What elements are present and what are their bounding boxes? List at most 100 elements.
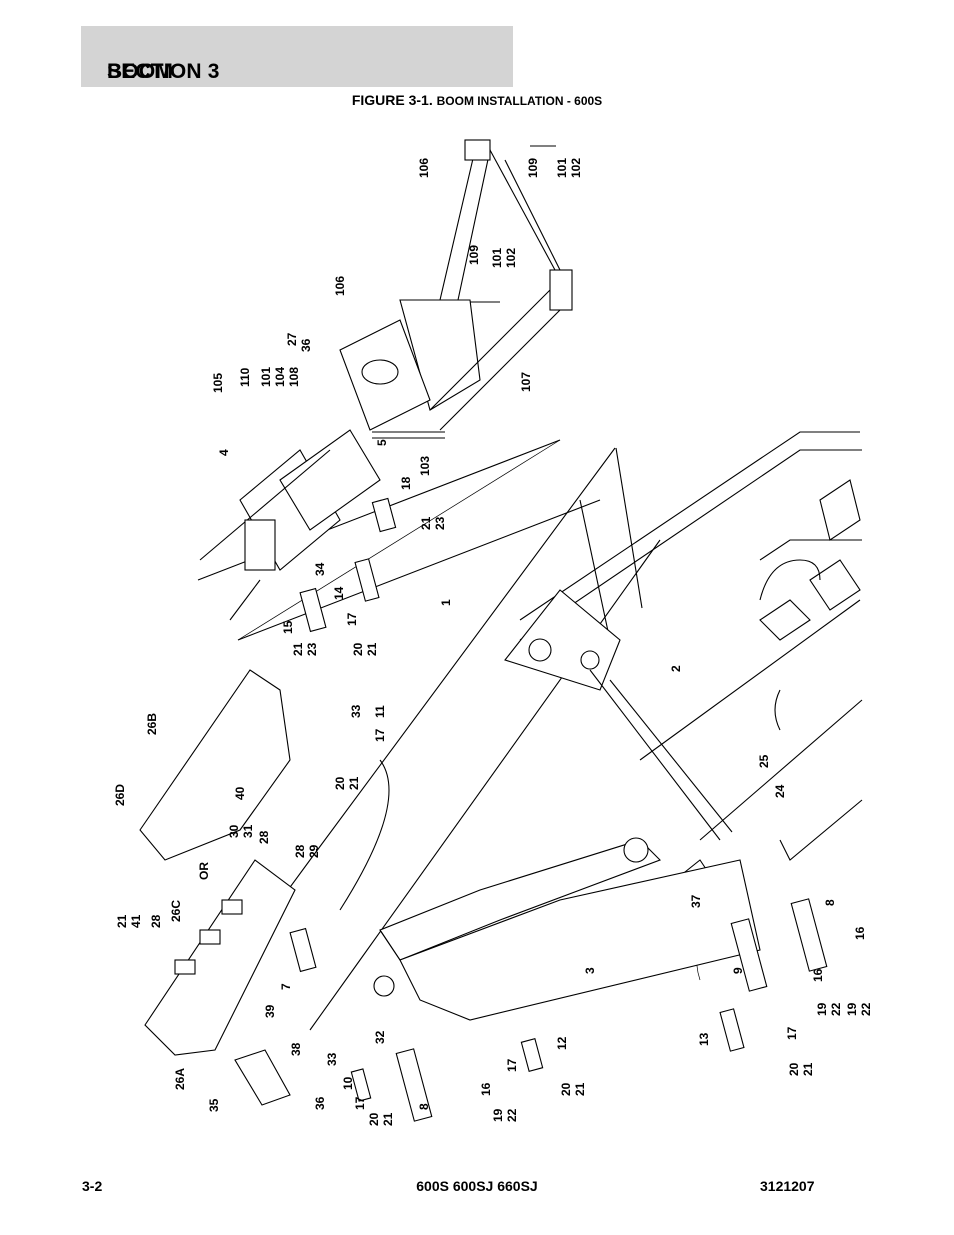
callout-26B: 26B bbox=[145, 713, 159, 735]
callout-23: 23 bbox=[433, 516, 447, 530]
callout-106: 106 bbox=[333, 276, 347, 296]
callout-21: 21 bbox=[291, 642, 305, 656]
callout-102: 102 bbox=[504, 248, 518, 268]
callout-20: 20 bbox=[367, 1112, 381, 1126]
hydraulic-hose bbox=[339, 759, 390, 911]
callout-29: 29 bbox=[307, 844, 321, 858]
callout-106: 106 bbox=[417, 158, 431, 178]
callout-20: 20 bbox=[559, 1082, 573, 1096]
callout-9: 9 bbox=[731, 967, 745, 974]
callout-28: 28 bbox=[149, 914, 163, 928]
callout-OR: OR bbox=[197, 862, 211, 880]
boom-link-assembly bbox=[339, 139, 573, 431]
callout-21: 21 bbox=[419, 516, 433, 530]
callout-2: 2 bbox=[669, 665, 683, 672]
callout-101: 101 bbox=[490, 248, 504, 268]
callout-4: 4 bbox=[217, 449, 231, 456]
callout-20: 20 bbox=[787, 1062, 801, 1076]
callout-28: 28 bbox=[257, 830, 271, 844]
callout-22: 22 bbox=[859, 1002, 873, 1016]
boom-covers bbox=[139, 669, 296, 1106]
callout-27: 27 bbox=[285, 332, 299, 346]
callout-41: 41 bbox=[129, 914, 143, 928]
callout-102: 102 bbox=[569, 158, 583, 178]
callout-16: 16 bbox=[811, 968, 825, 982]
callout-21: 21 bbox=[801, 1062, 815, 1076]
callout-22: 22 bbox=[505, 1108, 519, 1122]
callout-17: 17 bbox=[353, 1096, 367, 1110]
callout-5: 5 bbox=[375, 439, 389, 446]
callout-7: 7 bbox=[279, 983, 293, 990]
callout-17: 17 bbox=[785, 1026, 799, 1040]
callout-18: 18 bbox=[399, 476, 413, 490]
doc-number: 3121207 bbox=[760, 1178, 815, 1194]
pins-lower bbox=[289, 898, 828, 1122]
callout-26C: 26C bbox=[169, 900, 183, 922]
callout-21: 21 bbox=[381, 1112, 395, 1126]
footer-models: 600S 600SJ 660SJ bbox=[416, 1178, 538, 1194]
callout-21: 21 bbox=[115, 914, 129, 928]
callout-22: 22 bbox=[829, 1002, 843, 1016]
lift-cylinder bbox=[373, 837, 761, 1021]
callout-31: 31 bbox=[241, 824, 255, 838]
callout-10: 10 bbox=[341, 1076, 355, 1090]
callout-13: 13 bbox=[697, 1032, 711, 1046]
callout-8: 8 bbox=[417, 1103, 431, 1110]
callout-103: 103 bbox=[418, 456, 432, 476]
callout-37: 37 bbox=[689, 894, 703, 908]
callout-28: 28 bbox=[293, 844, 307, 858]
callout-104: 104 bbox=[273, 367, 287, 387]
callout-101: 101 bbox=[259, 367, 273, 387]
callout-25: 25 bbox=[757, 754, 771, 768]
callout-40: 40 bbox=[233, 786, 247, 800]
callout-1: 1 bbox=[439, 599, 453, 606]
callout-30: 30 bbox=[227, 824, 241, 838]
callout-26D: 26D bbox=[113, 784, 127, 806]
figure-title: FIGURE 3-1. BOOM INSTALLATION - 600S bbox=[0, 92, 954, 108]
section-label: SECTION 3 BOOM bbox=[107, 60, 220, 83]
callout-33: 33 bbox=[349, 704, 363, 718]
callout-109: 109 bbox=[467, 245, 481, 265]
callout-19: 19 bbox=[815, 1002, 829, 1016]
callout-15: 15 bbox=[281, 620, 295, 634]
callout-11: 11 bbox=[373, 705, 387, 718]
callout-26A: 26A bbox=[173, 1068, 187, 1090]
callout-105: 105 bbox=[211, 373, 225, 393]
callout-16: 16 bbox=[853, 926, 867, 940]
callout-3: 3 bbox=[583, 967, 597, 974]
callout-32: 32 bbox=[373, 1030, 387, 1044]
section-header: SECTION 3 BOOM bbox=[81, 26, 513, 87]
callout-20: 20 bbox=[333, 776, 347, 790]
callout-107: 107 bbox=[519, 372, 533, 392]
callout-19: 19 bbox=[491, 1108, 505, 1122]
callout-21: 21 bbox=[365, 642, 379, 656]
callout-12: 12 bbox=[555, 1036, 569, 1050]
callout-35: 35 bbox=[207, 1098, 221, 1112]
callout-21: 21 bbox=[347, 776, 361, 790]
callout-14: 14 bbox=[332, 586, 346, 600]
callout-36: 36 bbox=[313, 1096, 327, 1110]
callout-8: 8 bbox=[823, 899, 837, 906]
callout-39: 39 bbox=[263, 1004, 277, 1018]
callout-34: 34 bbox=[313, 562, 327, 576]
callout-36: 36 bbox=[299, 338, 313, 352]
callout-110: 110 bbox=[238, 367, 252, 387]
page-number: 3-2 bbox=[82, 1178, 103, 1194]
callout-109: 109 bbox=[526, 158, 540, 178]
callout-17: 17 bbox=[505, 1058, 519, 1072]
callout-17: 17 bbox=[345, 612, 359, 626]
boom-pivot-plate bbox=[504, 589, 733, 841]
callout-23: 23 bbox=[305, 642, 319, 656]
callout-16: 16 bbox=[479, 1082, 493, 1096]
callout-33: 33 bbox=[325, 1052, 339, 1066]
callout-101: 101 bbox=[555, 158, 569, 178]
figure-caption: BOOM INSTALLATION - 600S bbox=[436, 94, 603, 108]
callout-108: 108 bbox=[287, 367, 301, 387]
callout-38: 38 bbox=[289, 1042, 303, 1056]
leveling-cylinder bbox=[199, 429, 381, 621]
callout-21: 21 bbox=[573, 1082, 587, 1096]
callout-20: 20 bbox=[351, 642, 365, 656]
callout-24: 24 bbox=[773, 784, 787, 798]
